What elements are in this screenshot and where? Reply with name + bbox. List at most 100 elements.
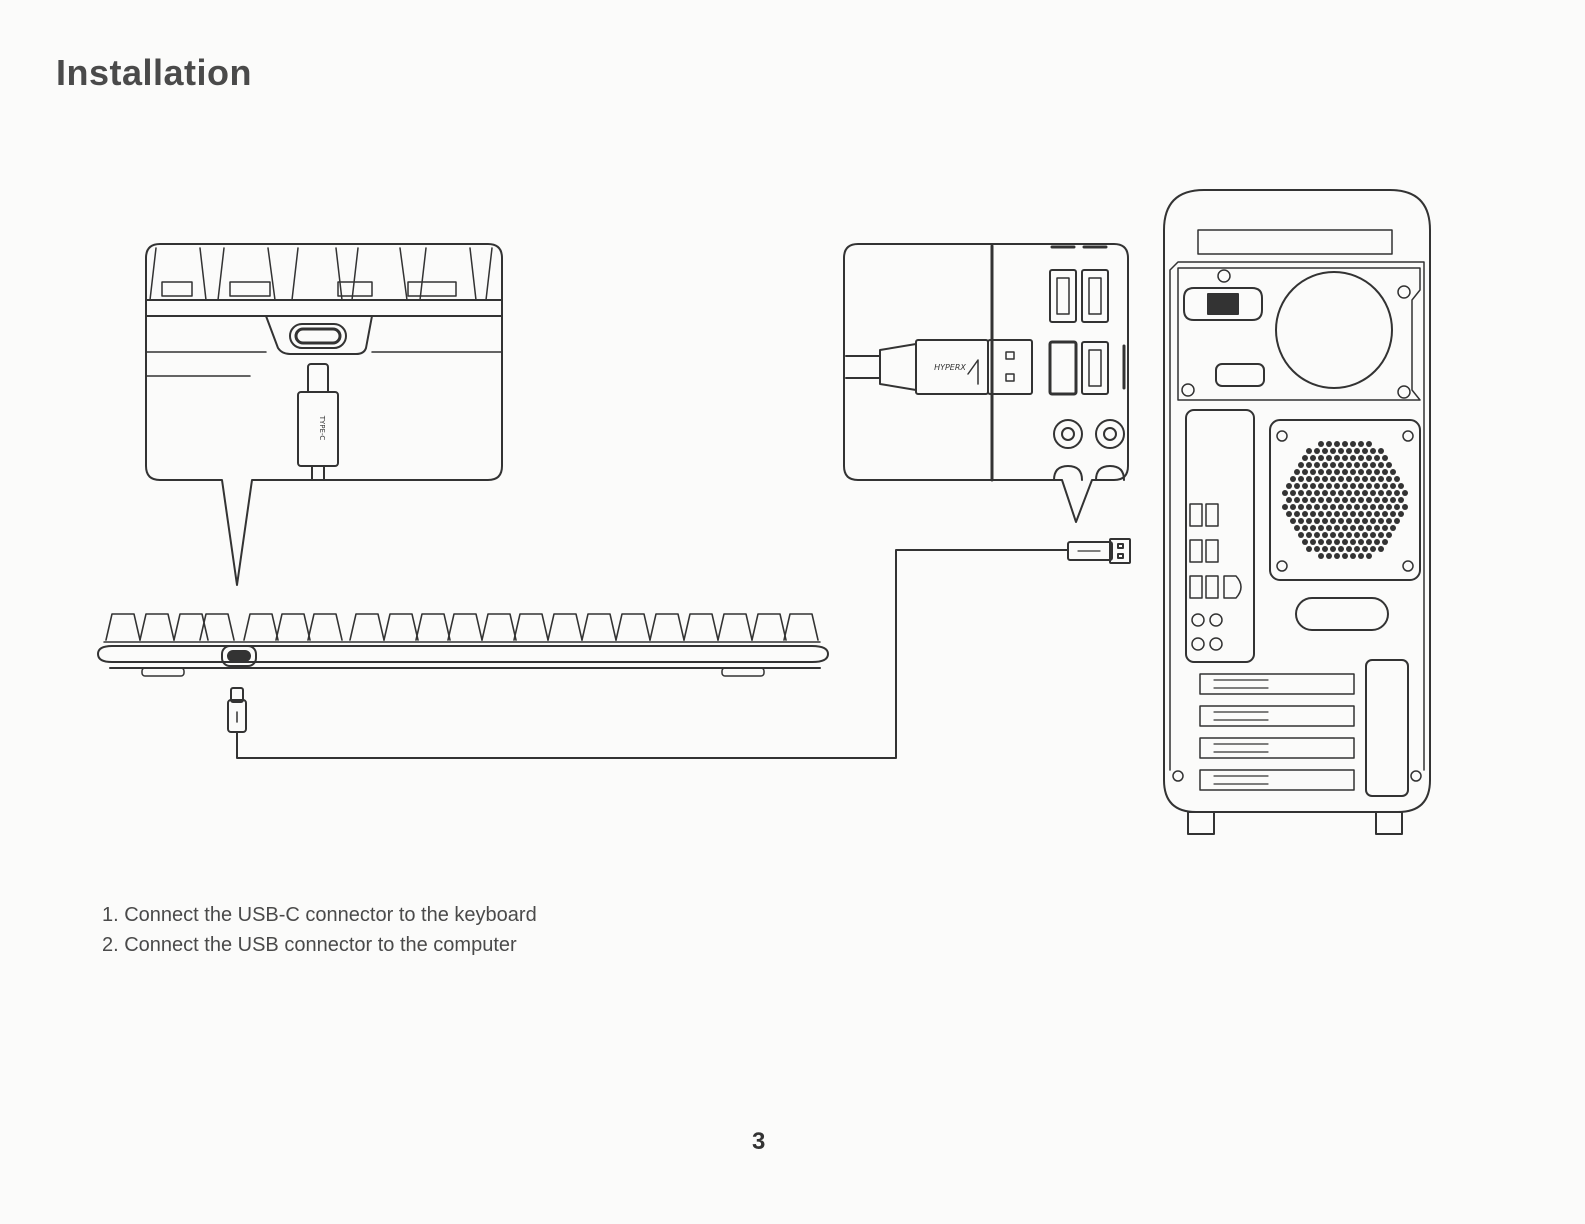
grill-hole bbox=[1358, 553, 1364, 559]
grill-hole bbox=[1370, 462, 1376, 468]
grill-hole bbox=[1354, 462, 1360, 468]
grill-hole bbox=[1346, 462, 1352, 468]
grill-hole bbox=[1306, 490, 1312, 496]
grill-hole bbox=[1394, 504, 1400, 510]
grill-hole bbox=[1354, 518, 1360, 524]
grill-hole bbox=[1358, 497, 1364, 503]
grill-hole bbox=[1346, 532, 1352, 538]
grill-hole bbox=[1386, 504, 1392, 510]
grill-hole bbox=[1354, 504, 1360, 510]
grill-hole bbox=[1298, 490, 1304, 496]
grill-hole bbox=[1346, 518, 1352, 524]
grill-hole bbox=[1374, 483, 1380, 489]
grill-hole bbox=[1386, 462, 1392, 468]
grill-hole bbox=[1330, 476, 1336, 482]
grill-hole bbox=[1306, 476, 1312, 482]
grill-hole bbox=[1334, 455, 1340, 461]
grill-hole bbox=[1366, 539, 1372, 545]
grill-hole bbox=[1294, 469, 1300, 475]
grill-hole bbox=[1370, 504, 1376, 510]
grill-hole bbox=[1322, 518, 1328, 524]
grill-hole bbox=[1322, 532, 1328, 538]
grill-hole bbox=[1362, 532, 1368, 538]
instruction-list: 1. Connect the USB-C connector to the ke… bbox=[102, 900, 537, 960]
grill-hole bbox=[1378, 476, 1384, 482]
grill-hole bbox=[1338, 518, 1344, 524]
grill-hole bbox=[1358, 525, 1364, 531]
grill-hole bbox=[1306, 448, 1312, 454]
grill-hole bbox=[1318, 441, 1324, 447]
grill-hole bbox=[1370, 532, 1376, 538]
grill-hole bbox=[1326, 483, 1332, 489]
grill-hole bbox=[1378, 546, 1384, 552]
grill-hole bbox=[1378, 448, 1384, 454]
grill-hole bbox=[1314, 532, 1320, 538]
grill-hole bbox=[1394, 490, 1400, 496]
grill-hole bbox=[1330, 546, 1336, 552]
grill-hole bbox=[1338, 504, 1344, 510]
grill-hole bbox=[1298, 532, 1304, 538]
grill-hole bbox=[1330, 462, 1336, 468]
grill-hole bbox=[1358, 539, 1364, 545]
grill-hole bbox=[1302, 511, 1308, 517]
grill-hole bbox=[1326, 525, 1332, 531]
grill-hole bbox=[1310, 469, 1316, 475]
grill-hole bbox=[1330, 518, 1336, 524]
grill-hole bbox=[1314, 490, 1320, 496]
grill-hole bbox=[1362, 476, 1368, 482]
grill-hole bbox=[1310, 511, 1316, 517]
grill-hole bbox=[1334, 497, 1340, 503]
grill-hole bbox=[1366, 497, 1372, 503]
grill-hole bbox=[1346, 504, 1352, 510]
grill-hole bbox=[1310, 455, 1316, 461]
grill-hole bbox=[1398, 497, 1404, 503]
grill-hole bbox=[1314, 546, 1320, 552]
grill-hole bbox=[1298, 462, 1304, 468]
grill-hole bbox=[1342, 455, 1348, 461]
grill-hole bbox=[1342, 469, 1348, 475]
grill-hole bbox=[1334, 511, 1340, 517]
grill-hole bbox=[1326, 469, 1332, 475]
grill-hole bbox=[1330, 448, 1336, 454]
grill-hole bbox=[1306, 462, 1312, 468]
grill-hole bbox=[1358, 511, 1364, 517]
grill-hole bbox=[1350, 441, 1356, 447]
grill-hole bbox=[1374, 469, 1380, 475]
grill-hole bbox=[1326, 553, 1332, 559]
zoom-callout-pc-ports bbox=[844, 244, 1128, 522]
grill-hole bbox=[1334, 539, 1340, 545]
grill-hole bbox=[1366, 469, 1372, 475]
grill-hole bbox=[1310, 483, 1316, 489]
instruction-step-1: 1. Connect the USB-C connector to the ke… bbox=[102, 900, 537, 930]
grill-hole bbox=[1290, 518, 1296, 524]
grill-hole bbox=[1322, 504, 1328, 510]
grill-hole bbox=[1342, 553, 1348, 559]
grill-hole bbox=[1346, 490, 1352, 496]
grill-hole bbox=[1294, 525, 1300, 531]
grill-hole bbox=[1302, 483, 1308, 489]
grill-hole bbox=[1374, 455, 1380, 461]
grill-hole bbox=[1354, 546, 1360, 552]
grill-hole bbox=[1342, 511, 1348, 517]
grill-hole bbox=[1350, 483, 1356, 489]
grill-hole bbox=[1318, 497, 1324, 503]
grill-hole bbox=[1370, 490, 1376, 496]
cable-brand-label: HYPERX bbox=[934, 363, 966, 372]
grill-hole bbox=[1302, 525, 1308, 531]
grill-hole bbox=[1350, 455, 1356, 461]
grill-hole bbox=[1366, 441, 1372, 447]
grill-hole bbox=[1358, 441, 1364, 447]
grill-hole bbox=[1294, 511, 1300, 517]
zoom-callout-keyboard-port bbox=[146, 244, 502, 585]
usb-a-connector-icon bbox=[1068, 539, 1130, 563]
grill-hole bbox=[1374, 497, 1380, 503]
grill-hole bbox=[1294, 483, 1300, 489]
grill-hole bbox=[1358, 483, 1364, 489]
grill-hole bbox=[1398, 511, 1404, 517]
grill-hole bbox=[1382, 497, 1388, 503]
grill-hole bbox=[1362, 462, 1368, 468]
grill-hole bbox=[1302, 539, 1308, 545]
grill-hole bbox=[1354, 476, 1360, 482]
grill-hole bbox=[1374, 511, 1380, 517]
